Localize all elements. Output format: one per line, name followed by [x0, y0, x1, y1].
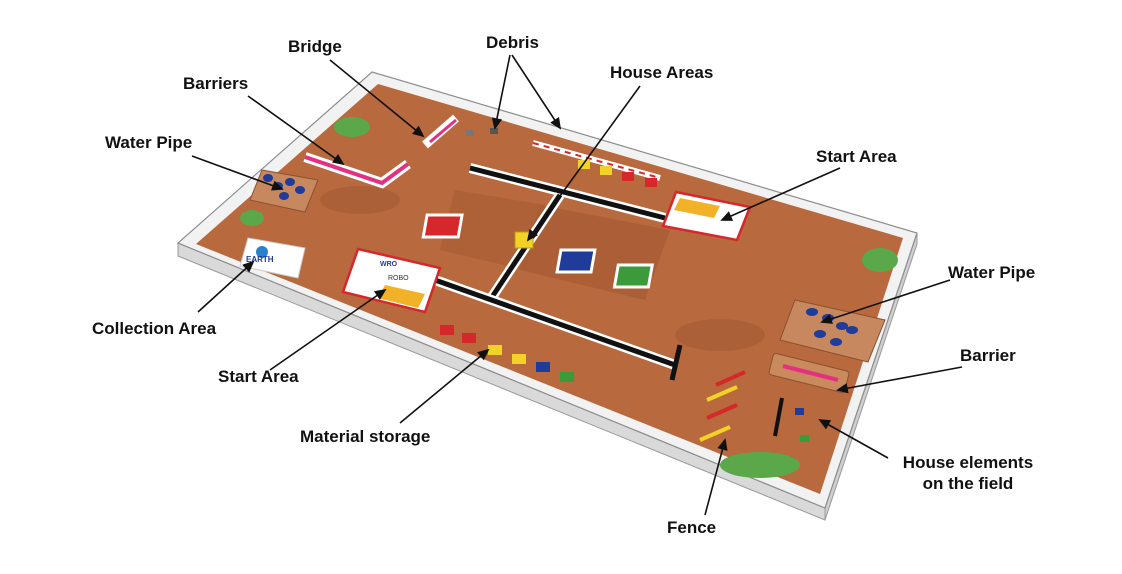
label-barriers: Barriers — [183, 74, 249, 93]
callout-arrow — [704, 439, 726, 516]
callout-arrowhead — [820, 313, 833, 324]
label-debris: Debris — [486, 33, 539, 52]
water-pipe — [806, 308, 818, 316]
material-block — [600, 166, 612, 175]
house-area-red — [421, 213, 464, 239]
callout-arrowhead — [412, 125, 425, 138]
start-area-left-title: WRO — [380, 261, 398, 268]
fence-top — [532, 140, 661, 181]
house-area-green — [612, 263, 655, 289]
callout-arrowhead — [717, 438, 728, 451]
material-block — [560, 372, 574, 382]
water-pipe — [295, 186, 305, 194]
house-element — [795, 408, 804, 415]
grass-area — [334, 117, 370, 137]
callout-arrowhead — [836, 383, 849, 394]
callout-arrow — [819, 419, 889, 459]
callout-arrowhead — [491, 117, 503, 130]
material-block — [462, 333, 476, 343]
label-start-area-left: Start Area — [218, 367, 299, 386]
fence-piece — [699, 425, 731, 442]
callout-arrow — [399, 349, 489, 424]
material-block — [512, 354, 526, 364]
house-element — [800, 435, 809, 442]
mat-patch — [320, 186, 400, 214]
water-pipe — [263, 174, 273, 182]
barrier-left — [304, 155, 410, 186]
label-barrier-right: Barrier — [960, 346, 1016, 365]
material-block — [536, 362, 550, 372]
callout-arrowhead — [477, 348, 490, 361]
callout-arrowhead — [270, 180, 284, 191]
water-pipe — [836, 322, 848, 330]
guide-line — [469, 165, 666, 221]
start-area-right-fill — [674, 198, 720, 218]
earth-logo-icon — [256, 246, 268, 258]
guide-line-end — [669, 344, 683, 381]
label-collection-area: Collection Area — [92, 319, 217, 338]
material-block — [440, 325, 454, 335]
label-water-pipe-left: Water Pipe — [105, 133, 193, 152]
start-area-left-robo: ROBO — [388, 275, 409, 282]
callout-arrow — [329, 59, 424, 137]
water-pipe-area-right — [779, 299, 886, 363]
label-bridge: Bridge — [288, 37, 342, 56]
label-house-elements: House elements on the field — [888, 452, 1048, 494]
label-start-area-right: Start Area — [816, 147, 897, 166]
callout-arrow — [527, 85, 641, 241]
barrier-right-bar — [782, 364, 839, 382]
callout-arrowhead — [818, 419, 832, 430]
bridge — [429, 118, 457, 144]
water-pipe — [830, 338, 842, 346]
fence-piece — [706, 403, 738, 420]
callout-arrowhead — [550, 116, 562, 130]
label-material-storage: Material storage — [300, 427, 431, 446]
water-pipe — [279, 192, 289, 200]
callout-arrow — [837, 366, 963, 391]
callout-arrowhead — [331, 154, 345, 166]
material-block — [578, 160, 590, 169]
mat-patch — [675, 319, 765, 351]
debris — [490, 128, 498, 134]
grass-area — [862, 248, 898, 272]
label-water-pipe-right: Water Pipe — [948, 263, 1036, 282]
callout-arrow — [511, 54, 561, 129]
callout-arrow — [494, 54, 511, 129]
house-element-slot — [773, 397, 784, 437]
house-area-blue — [555, 248, 597, 274]
label-house-elements-line2: on the field — [922, 474, 1014, 493]
material-block — [645, 178, 657, 187]
callout-arrowhead — [373, 288, 387, 300]
water-pipe — [846, 326, 858, 334]
label-house-elements-line1: House elements — [902, 453, 1034, 472]
label-fence: Fence — [667, 518, 717, 537]
water-pipe — [285, 178, 295, 186]
callout-arrow — [721, 167, 841, 221]
callout-arrow — [821, 279, 951, 323]
collection-area — [239, 237, 306, 279]
fence-piece — [715, 370, 746, 387]
callout-arrowhead — [526, 228, 538, 242]
debris — [466, 130, 474, 136]
water-pipe — [814, 330, 826, 338]
grass-area — [240, 210, 264, 226]
earth-logo-text: EARTH — [246, 255, 274, 264]
callout-arrowhead — [720, 211, 734, 221]
label-house-areas: House Areas — [610, 63, 714, 82]
callout-arrow — [247, 95, 344, 165]
callout-arrow — [269, 289, 386, 371]
material-block — [488, 345, 502, 355]
guide-line — [434, 277, 676, 368]
callout-arrow — [197, 261, 254, 313]
start-area-left-fill — [378, 285, 425, 308]
grass-area — [720, 452, 800, 478]
material-block — [622, 172, 634, 181]
callout-arrowhead — [242, 260, 255, 273]
callout-arrow — [191, 155, 283, 190]
fence-piece — [706, 385, 738, 402]
